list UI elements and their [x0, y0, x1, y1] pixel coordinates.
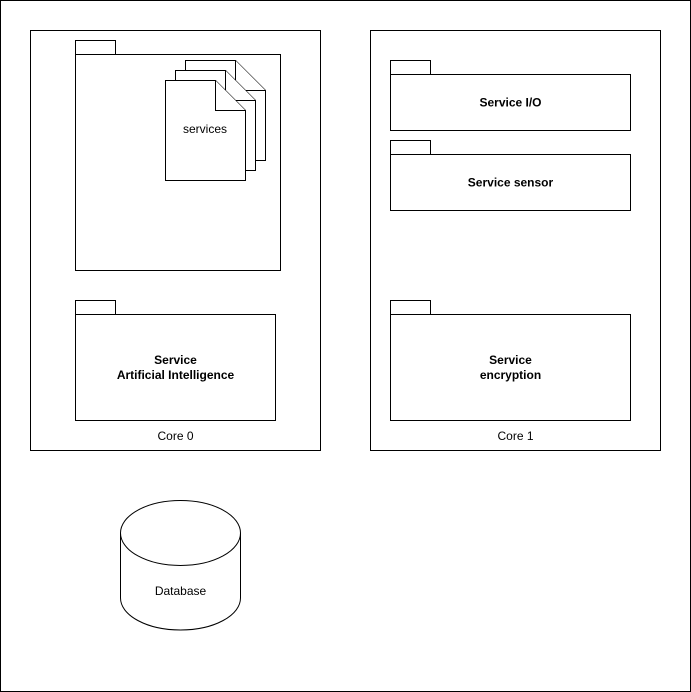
service-encryption-label-line1: Service: [489, 352, 532, 367]
services-documents-label: services: [182, 122, 227, 136]
service-encryption-label: Service encryption: [391, 353, 630, 383]
service-sensor-package[interactable]: Service sensor: [390, 154, 631, 211]
encryption-package-tab: [390, 300, 431, 315]
service-sensor-label: Service sensor: [467, 175, 554, 189]
core-1-label: Core 1: [497, 429, 534, 443]
service-ai-label: Service Artificial Intelligence: [76, 353, 275, 383]
sensor-package-tab: [390, 140, 431, 155]
services-package-tab: [75, 40, 116, 55]
ai-package-tab: [75, 300, 116, 315]
service-io-package[interactable]: Service I/O: [390, 74, 631, 131]
service-ai-label-line1: Service: [154, 352, 197, 367]
service-encryption-label-line2: encryption: [479, 367, 542, 382]
service-io-label: Service I/O: [479, 95, 542, 109]
database-label: Database: [154, 584, 207, 598]
core-0-label: Core 0: [157, 429, 194, 443]
service-ai-package[interactable]: Service Artificial Intelligence: [75, 314, 276, 421]
service-encryption-package[interactable]: Service encryption: [390, 314, 631, 421]
io-package-tab: [390, 60, 431, 75]
service-ai-label-line2: Artificial Intelligence: [116, 367, 235, 382]
